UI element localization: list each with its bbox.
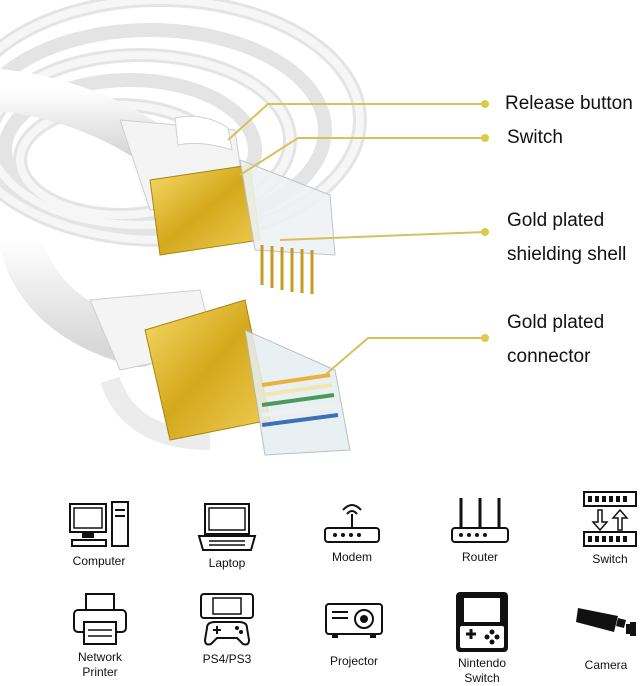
projector-icon (325, 603, 383, 638)
device-label-ps4-ps3: PS4/PS3 (202, 652, 252, 666)
device-router: Router (420, 496, 540, 565)
device-modem: Modem (292, 498, 412, 565)
laptop-icon (197, 503, 257, 551)
device-network-switch: Switch (550, 490, 640, 567)
device-ps4-ps3: PS4/PS3 (167, 592, 287, 667)
callout-gold-shell-line1: Gold plated (507, 210, 605, 231)
computer-icon (69, 501, 129, 547)
device-label-nintendo-switch-line1: Nintendo (457, 656, 507, 670)
device-computer: Computer (39, 500, 159, 569)
callout-gold-shell-line2: shielding shell (507, 244, 627, 265)
printer-icon (73, 593, 127, 645)
device-label-router: Router (461, 550, 499, 564)
device-camera: Camera (546, 604, 640, 673)
device-label-network-printer-line1: Network (77, 650, 122, 664)
ethernet-cable-illustration (0, 0, 489, 456)
callout-release-button: Release button (505, 93, 633, 114)
device-laptop: Laptop (167, 500, 287, 571)
device-projector: Projector (294, 600, 414, 669)
device-label-nintendo-switch-line2: Switch (464, 671, 500, 685)
device-label-switch: Switch (592, 552, 628, 566)
callout-gold-connector-line2: connector (507, 346, 591, 367)
nintendo-switch-icon (456, 592, 508, 652)
device-label-camera: Camera (584, 658, 628, 672)
modem-icon (324, 504, 380, 543)
device-nintendo-switch: Nintendo Switch (422, 590, 542, 686)
device-label-modem: Modem (331, 550, 372, 564)
device-label-projector: Projector (329, 654, 379, 668)
callout-switch: Switch (507, 127, 563, 148)
router-icon (451, 498, 509, 543)
game-console-icon (200, 593, 254, 646)
device-network-printer: Network Printer (40, 592, 160, 680)
device-label-laptop: Laptop (208, 556, 246, 570)
device-label-computer: Computer (72, 554, 126, 568)
callout-gold-connector-line1: Gold plated (507, 312, 605, 333)
security-camera-icon (576, 608, 636, 636)
device-label-network-printer-line2: Printer (82, 665, 118, 679)
network-switch-icon (583, 491, 637, 547)
